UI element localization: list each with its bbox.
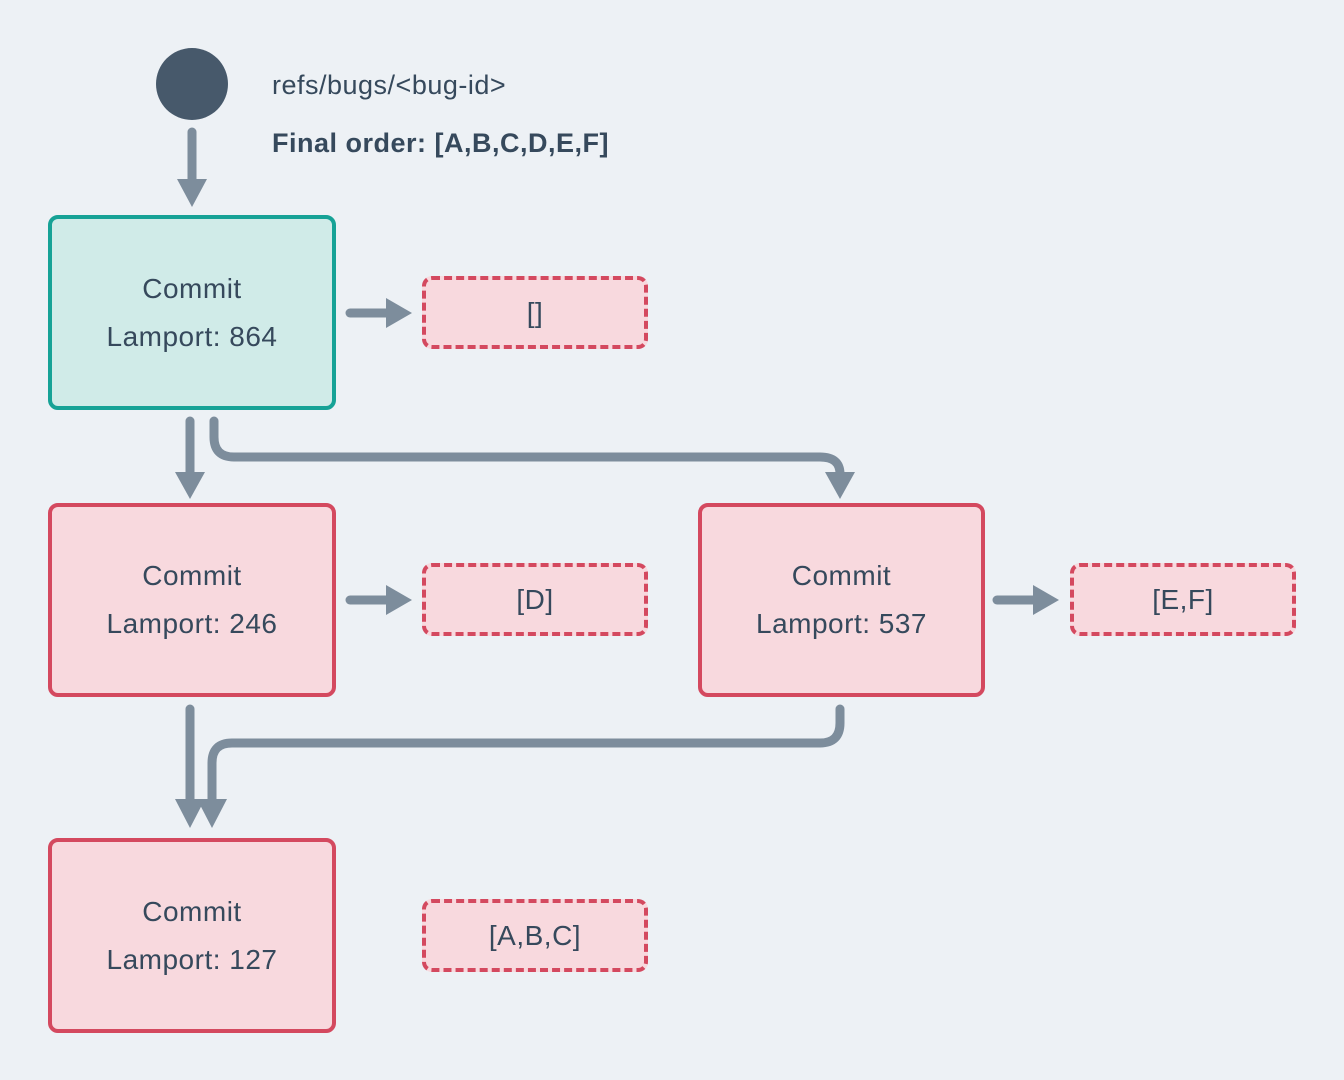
payload-text: [D] (516, 583, 554, 615)
payload-text: [E,F] (1152, 583, 1214, 615)
commit-title: Commit (142, 560, 242, 591)
commit-node-127: Commit Lamport: 127 (48, 838, 336, 1033)
final-order-label: Final order: [A,B,C,D,E,F] (272, 128, 609, 158)
payload-box-127: [A,B,C] (422, 899, 648, 972)
arrow-commit246-to-commit127 (175, 704, 205, 828)
commit-lamport: Lamport: 246 (106, 608, 278, 639)
ref-head-node (156, 48, 228, 120)
arrow-commit864-to-commit537 (209, 416, 855, 499)
payload-text: [A,B,C] (488, 919, 582, 951)
arrow-commit864-to-payload (345, 298, 412, 328)
commit-lamport: Lamport: 127 (106, 943, 278, 975)
commit-node-537: Commit Lamport: 537 (698, 503, 985, 697)
arrow-commit537-to-commit127 (197, 704, 845, 828)
arrow-commit537-to-payload (992, 585, 1059, 615)
arrow-commit864-to-commit246 (175, 416, 205, 499)
commit-title: Commit (142, 272, 242, 304)
payload-box-864: [] (422, 276, 648, 349)
ref-label: refs/bugs/<bug-id> (272, 70, 507, 100)
payload-text: [] (526, 296, 544, 328)
commit-node-246: Commit Lamport: 246 (48, 503, 336, 697)
commit-lamport: Lamport: 864 (106, 320, 278, 352)
payload-box-537: [E,F] (1070, 563, 1296, 636)
commit-node-864: Commit Lamport: 864 (48, 215, 336, 410)
arrow-refhead-to-commit864 (177, 127, 207, 207)
payload-box-246: [D] (422, 563, 648, 636)
commit-lamport: Lamport: 537 (756, 608, 927, 639)
arrow-commit246-to-payload (345, 585, 412, 615)
commit-title: Commit (791, 560, 892, 591)
commit-title: Commit (142, 895, 242, 927)
